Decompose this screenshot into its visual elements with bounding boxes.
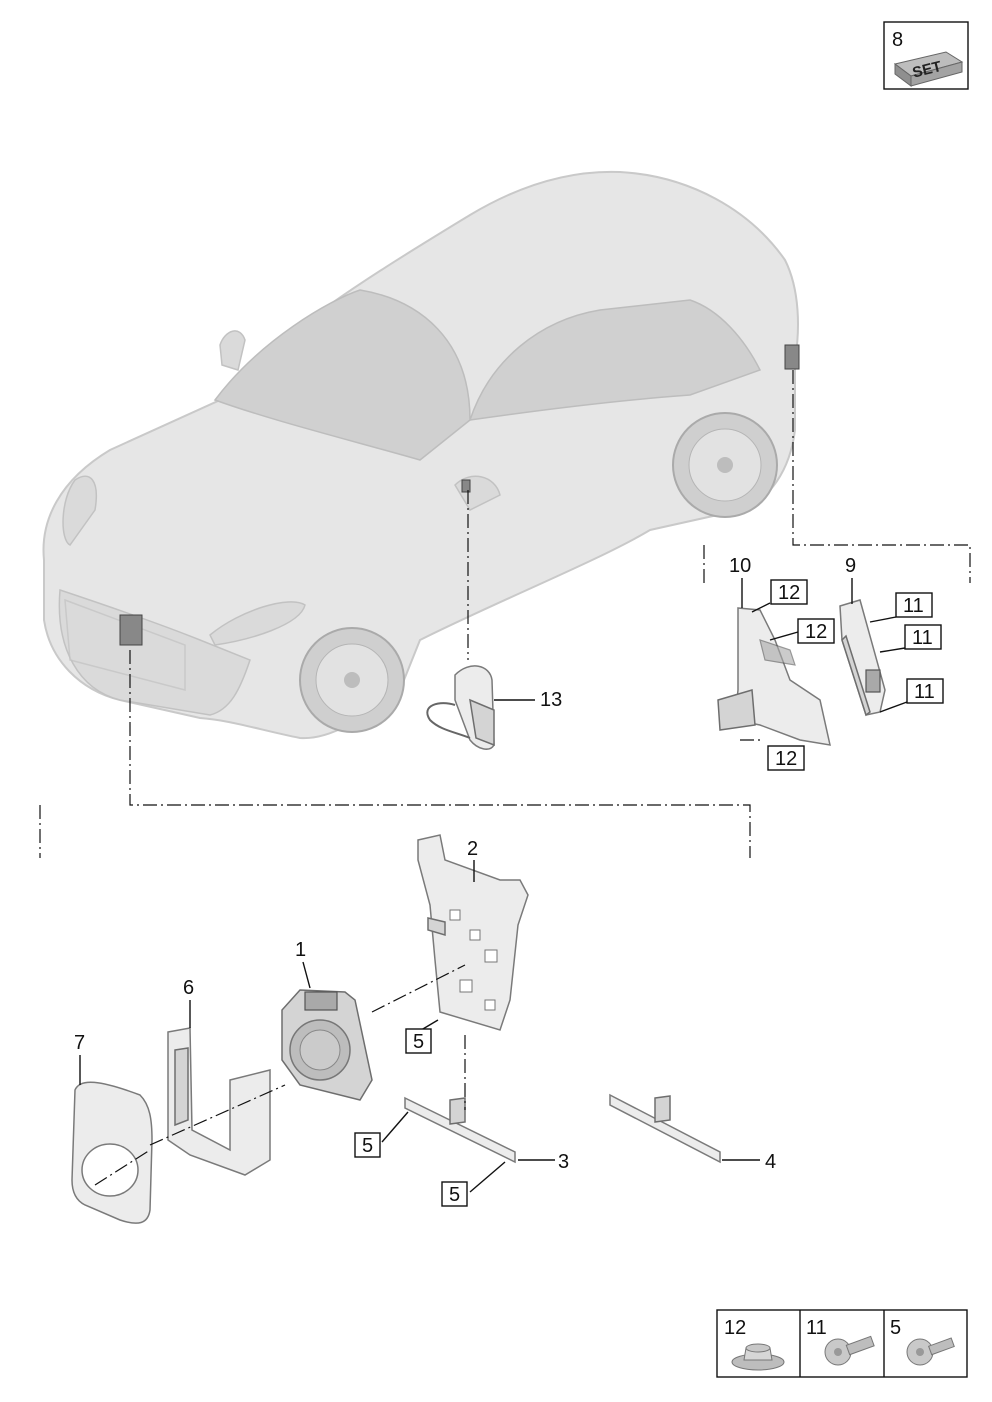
set-badge-text: SET: [911, 58, 943, 82]
boxed-ref-5: 5: [441, 1181, 468, 1207]
rear-sensor-icon: [784, 344, 800, 370]
part-9-rear-module: [839, 599, 886, 717]
set-badge-number: 8: [892, 29, 903, 51]
boxed-ref-12: 12: [767, 745, 805, 771]
part-2-mounting-bracket: [417, 834, 529, 1031]
svg-text:5: 5: [449, 1184, 460, 1206]
boxed-ref-11: 11: [895, 592, 933, 618]
front-sensor-icon: [119, 614, 143, 646]
boxed-ref-11: 11: [906, 678, 944, 704]
part-13-mirror-unit: [426, 665, 495, 750]
svg-text:11: 11: [806, 1317, 827, 1339]
legend-item-12: 12: [724, 1317, 785, 1371]
part-7-cover: [71, 1081, 153, 1224]
svg-text:5: 5: [890, 1317, 901, 1339]
vehicle-illustration: [42, 170, 800, 740]
wheel-front-icon: [299, 627, 405, 733]
boxed-ref-11: 11: [904, 624, 942, 650]
svg-text:5: 5: [362, 1135, 373, 1157]
callout-3: 3: [558, 1151, 569, 1173]
legend-item-5: 5: [890, 1317, 955, 1366]
svg-text:11: 11: [912, 627, 933, 649]
wheel-rear-icon: [672, 412, 778, 518]
svg-text:5: 5: [413, 1031, 424, 1053]
svg-text:11: 11: [903, 595, 924, 617]
part-3-rail: [404, 1096, 516, 1164]
callout-2: 2: [467, 838, 478, 860]
assembly-lines: [39, 370, 971, 1186]
boxed-ref-5: 5: [405, 1028, 432, 1054]
boxed-ref-12: 12: [770, 579, 808, 605]
part-6-trim-bracket: [167, 1027, 271, 1176]
mirror-sensor-icon: [461, 479, 471, 493]
svg-text:12: 12: [805, 621, 827, 643]
svg-text:12: 12: [724, 1317, 746, 1339]
svg-text:11: 11: [914, 681, 935, 703]
set-box-icon: SET: [893, 51, 964, 87]
boxed-ref-5: 5: [354, 1132, 381, 1158]
callout-1: 1: [295, 939, 306, 961]
part-1-radar-sensor: [281, 989, 373, 1101]
screw-icon: [906, 1337, 955, 1366]
nut-icon: [731, 1343, 785, 1371]
callout-10: 10: [729, 555, 751, 577]
callout-6: 6: [183, 977, 194, 999]
set-badge: 8 SET: [883, 21, 969, 90]
svg-text:12: 12: [775, 748, 797, 770]
boxed-ref-12: 12: [797, 618, 835, 644]
svg-text:12: 12: [778, 582, 800, 604]
bolt-icon: [824, 1335, 875, 1366]
legend-item-11: 11: [806, 1317, 875, 1366]
callout-9: 9: [845, 555, 856, 577]
fastener-legend: 12 11 5: [716, 1309, 968, 1378]
callout-4: 4: [765, 1151, 776, 1173]
part-4-rail: [609, 1093, 721, 1164]
part-10-rear-bracket: [717, 607, 831, 746]
callout-13: 13: [540, 689, 562, 711]
callout-7: 7: [74, 1032, 85, 1054]
